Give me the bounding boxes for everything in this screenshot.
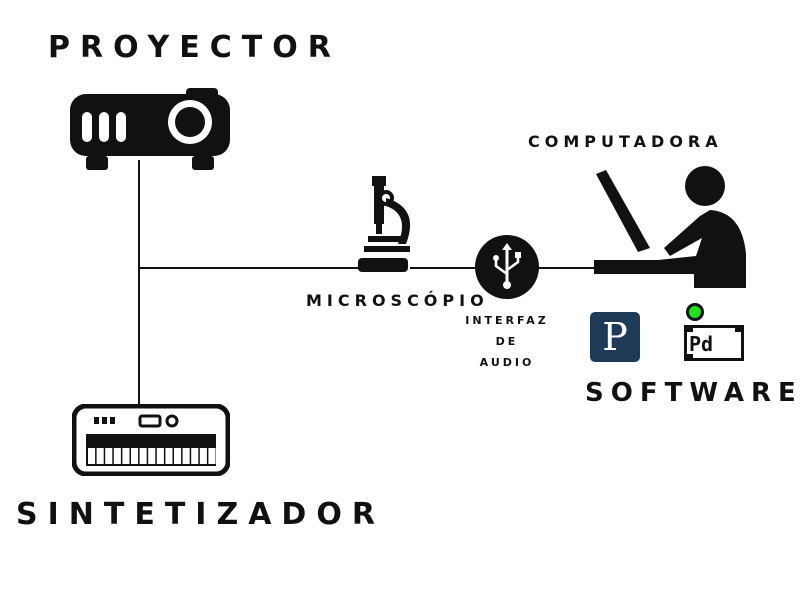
- piano-key: [113, 448, 121, 464]
- piano-key: [131, 448, 139, 464]
- pd-inlet-left: [687, 328, 693, 332]
- piano-key: [122, 448, 130, 464]
- processing-logo-glyph: P: [602, 315, 628, 359]
- piano-key: [96, 448, 104, 464]
- pd-logo-glyph: Pd: [689, 332, 714, 356]
- piano-key: [139, 448, 147, 464]
- microscope-icon: [358, 176, 411, 272]
- label-proyector: PROYECTOR: [48, 30, 341, 65]
- piano-key: [217, 448, 225, 464]
- label-microscopio: MICROSCÓPIO: [306, 291, 489, 310]
- label-interfaz: INTERFAZ DE AUDIO: [462, 310, 552, 373]
- pd-logo-icon: Pd: [684, 325, 744, 361]
- projector-icon: [70, 88, 230, 170]
- piano-key: [174, 448, 182, 464]
- processing-logo-icon: P: [590, 312, 640, 362]
- keyboard-synth-icon: [72, 404, 230, 476]
- piano-key: [105, 448, 113, 464]
- label-software: SOFTWARE: [585, 378, 800, 408]
- piano-key: [156, 448, 164, 464]
- pd-outlet-left: [687, 354, 693, 358]
- piano-key: [182, 448, 190, 464]
- piano-key: [208, 448, 216, 464]
- person-at-computer-icon: [594, 166, 746, 288]
- piano-key: [165, 448, 173, 464]
- piano-key: [88, 448, 96, 464]
- label-interfaz-line3: AUDIO: [479, 356, 535, 369]
- label-interfaz-line2: DE: [495, 335, 519, 348]
- pd-inlet-right: [735, 328, 741, 332]
- label-computadora: COMPUTADORA: [528, 132, 723, 151]
- usb-icon: [475, 235, 539, 299]
- pd-status-light-icon: [686, 303, 704, 321]
- piano-key: [148, 448, 156, 464]
- piano-key: [199, 448, 207, 464]
- label-sintetizador: SINTETIZADOR: [16, 497, 385, 532]
- piano-key: [191, 448, 199, 464]
- label-interfaz-line1: INTERFAZ: [465, 314, 549, 327]
